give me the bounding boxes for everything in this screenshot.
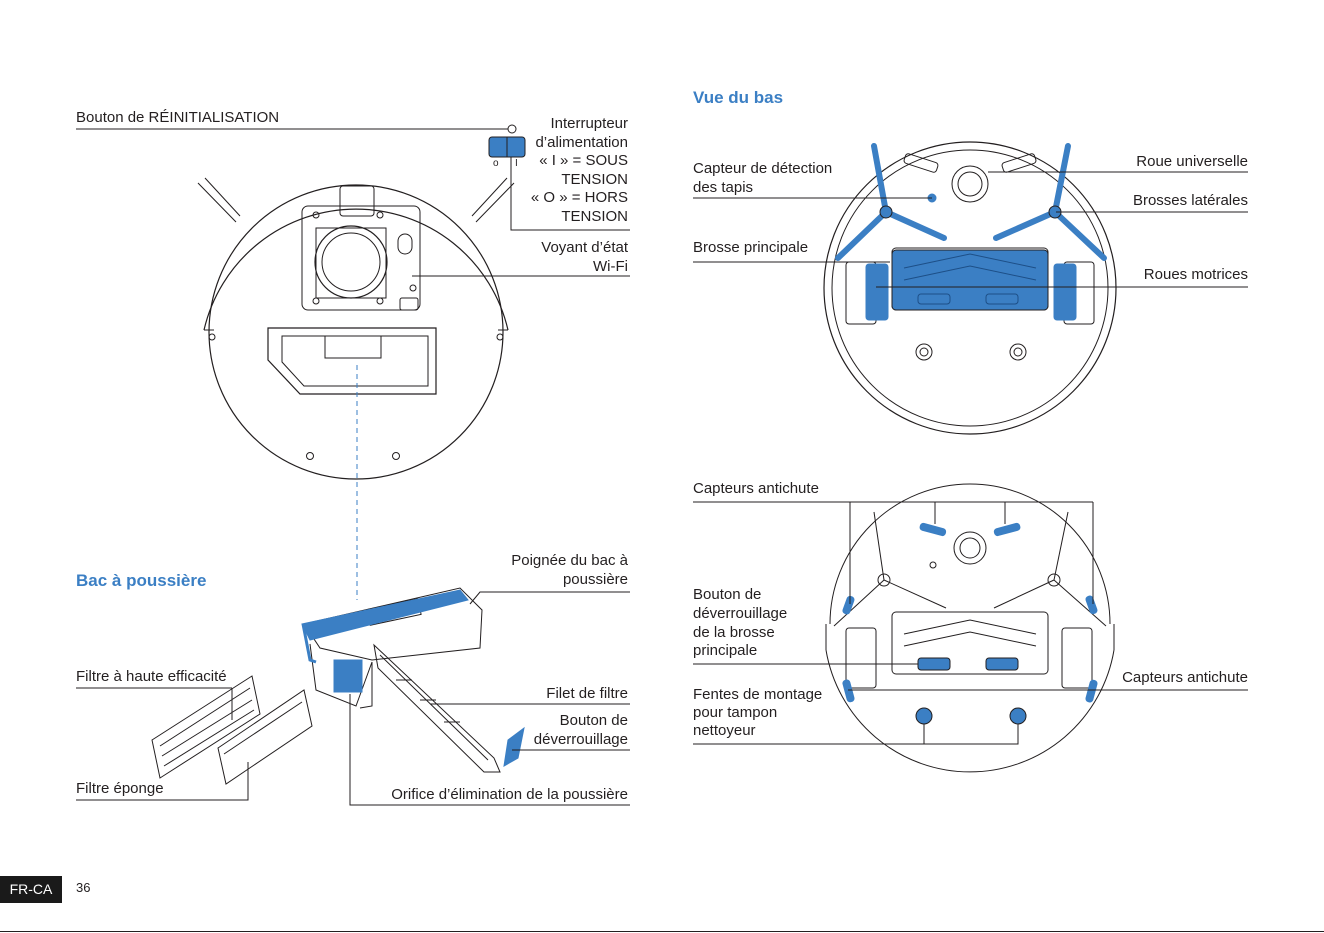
release-button-line-2: déverrouillage xyxy=(533,730,628,748)
power-switch-line-4: TENSION xyxy=(561,170,628,188)
switch-off-mark: o xyxy=(493,158,499,169)
dustbin-handle-line-2: poussière xyxy=(562,570,628,588)
universal-wheel-label: Roue universelle xyxy=(1136,153,1248,170)
wifi-light-label: Voyant d’état Wi-Fi xyxy=(541,239,628,276)
brush-release-line-1: Bouton de xyxy=(693,586,762,603)
power-switch-line-5: « O » = HORS xyxy=(530,189,628,207)
wifi-light-line-2: Wi-Fi xyxy=(593,257,628,275)
mop-slots-line-3: nettoyeur xyxy=(693,722,756,740)
dustbin-handle-label: Poignée du bac à poussière xyxy=(511,552,628,589)
power-switch-line-2: d’alimentation xyxy=(535,133,628,151)
power-switch-line-6: TENSION xyxy=(561,207,628,225)
filters-illustration xyxy=(151,675,313,785)
dustbin-handle-line-1: Poignée du bac à xyxy=(511,552,628,569)
power-switch-line-1: Interrupteur xyxy=(550,115,628,132)
sponge-filter-label: Filtre éponge xyxy=(76,780,164,797)
mop-slots-line-1: Fentes de montage xyxy=(693,686,823,703)
side-brushes-label: Brosses latérales xyxy=(1132,192,1248,209)
brush-release-line-4: principale xyxy=(693,642,758,660)
mop-slots-line-2: pour tampon xyxy=(693,704,778,722)
drive-wheels-label: Roues motrices xyxy=(1143,266,1248,283)
release-button-line-1: Bouton de xyxy=(559,712,628,729)
robot-top-view-illustration xyxy=(197,177,515,480)
power-switch-label: Interrupteur d’alimentation « I » = SOUS… xyxy=(531,115,628,227)
reset-button-label: Bouton de RÉINITIALISATION xyxy=(76,109,280,126)
cliff-sensors-right-label: Capteurs antichute xyxy=(1122,669,1248,686)
dust-outlet-label: Orifice d’élimination de la poussière xyxy=(391,786,628,803)
robot-cliff-sensor-illustration xyxy=(825,483,1115,773)
main-brush-label: Brosse principale xyxy=(693,239,809,256)
filter-mesh-label: Filet de filtre xyxy=(546,685,628,702)
bottom-rule xyxy=(0,931,1324,932)
release-button-label: Bouton de déverrouillage xyxy=(534,712,628,749)
hepa-filter-label: Filtre à haute efficacité xyxy=(76,668,227,685)
carpet-sensor-label: Capteur de détection des tapis xyxy=(693,160,832,197)
brush-release-line-2: déverrouillage xyxy=(693,604,788,622)
wifi-light-line-1: Voyant d’état xyxy=(541,239,628,256)
bottom-view-heading: Vue du bas xyxy=(693,88,784,107)
switch-on-mark: I xyxy=(515,158,518,169)
cliff-sensors-top-label: Capteurs antichute xyxy=(693,480,819,497)
carpet-sensor-line-2: des tapis xyxy=(693,178,754,196)
brush-release-label: Bouton de déverrouillage de la brosse pr… xyxy=(693,586,787,661)
brush-release-line-3: de la brosse xyxy=(693,623,775,641)
dustbin-heading: Bac à poussière xyxy=(76,571,207,590)
power-switch-line-3: « I » = SOUS xyxy=(539,152,628,170)
carpet-sensor-line-1: Capteur de détection xyxy=(693,160,833,177)
page-number: 36 xyxy=(76,880,91,895)
locale-tag: FR-CA xyxy=(0,876,62,903)
mop-slots-label: Fentes de montage pour tampon nettoyeur xyxy=(693,686,822,741)
